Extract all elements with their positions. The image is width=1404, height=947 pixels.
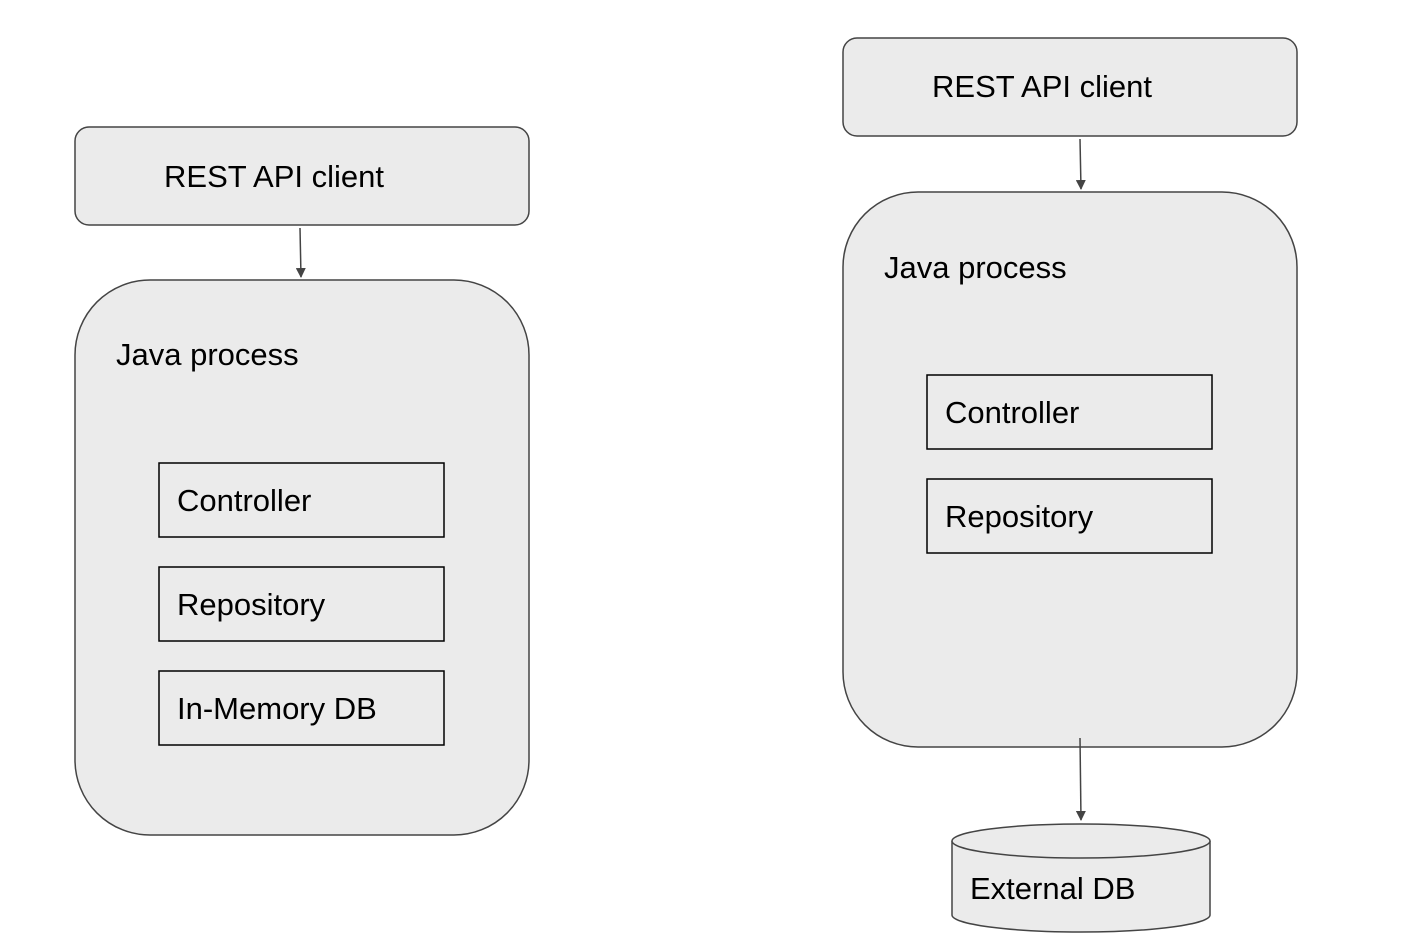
right-diagram: REST API client Java process Controller … [842, 37, 1298, 933]
left-in-memory-db-label: In-Memory DB [177, 691, 377, 726]
left-repository-label: Repository [177, 587, 326, 622]
right-repository-box [926, 478, 1213, 554]
left-client-to-process-arrow [295, 227, 306, 278]
left-component-repository: Repository [158, 566, 445, 642]
left-diagram: REST API client Java process Controller … [74, 126, 530, 836]
right-process-label: Java process [884, 250, 1067, 285]
right-repository-label: Repository [945, 499, 1094, 534]
right-process-box [842, 191, 1298, 748]
right-client-to-process-arrow [1075, 138, 1086, 190]
right-client-label: REST API client [932, 69, 1152, 104]
right-client-node: REST API client [842, 37, 1298, 137]
left-in-memory-db-box [158, 670, 445, 746]
right-controller-label: Controller [945, 395, 1079, 430]
left-component-in-memory-db: In-Memory DB [158, 670, 445, 746]
left-process-node: Java process [74, 279, 530, 836]
external-db-label: External DB [970, 871, 1135, 906]
left-client-label: REST API client [164, 159, 384, 194]
right-controller-box [926, 374, 1213, 450]
right-process-to-db-arrow [1075, 737, 1086, 821]
left-component-controller: Controller [158, 462, 445, 538]
left-process-label: Java process [116, 337, 299, 372]
right-process-node: Java process [842, 191, 1298, 748]
external-db-cylinder-body [951, 841, 1211, 933]
left-client-node: REST API client [74, 126, 530, 226]
right-component-repository: Repository [926, 478, 1213, 554]
left-controller-box [158, 462, 445, 538]
left-controller-label: Controller [177, 483, 311, 518]
left-repository-box [158, 566, 445, 642]
left-client-box [74, 126, 530, 226]
right-client-box [842, 37, 1298, 137]
right-component-controller: Controller [926, 374, 1213, 450]
right-external-db-node: External DB [951, 823, 1211, 933]
external-db-cylinder-top [951, 823, 1211, 859]
